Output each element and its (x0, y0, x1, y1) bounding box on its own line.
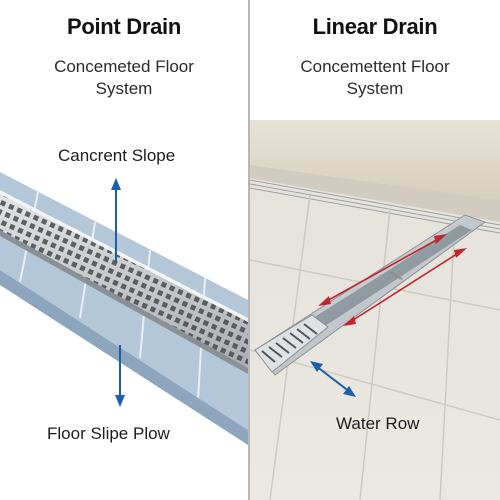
water-row-label: Water Row (336, 414, 420, 433)
linear-drain-subtitle: Concemettent Floor System (250, 56, 500, 100)
water-row-arrow (310, 361, 356, 397)
floor-flow-label: Floor Slipe Plow (47, 424, 170, 443)
linear-drain-title: Linear Drain (312, 14, 438, 39)
point-drain-subtitle-line2: System (95, 79, 153, 98)
back-wall (250, 120, 500, 200)
linear-drain-illustration (250, 120, 500, 500)
linear-drain-grate (254, 314, 329, 373)
linear-drain-subtitle-line2: System (346, 79, 404, 98)
point-drain-subtitle-line1: Concemeted Floor (54, 57, 194, 76)
point-drain-subtitle: Concemeted Floor System (0, 56, 248, 100)
flow-direction-arrows (318, 234, 467, 326)
linear-drain-panel: Linear Drain Concemettent Floor System W… (250, 0, 500, 500)
slab-edge (0, 270, 248, 445)
point-drain-illustration (0, 172, 248, 445)
linear-drain-subtitle-line1: Concemettent Floor (300, 57, 450, 76)
point-drain-panel: Point Drain Concemeted Floor System Canc… (0, 0, 248, 500)
point-drain-title: Point Drain (66, 14, 182, 39)
slope-label: Cancrent Slope (58, 146, 176, 165)
panel-divider (248, 0, 250, 500)
floor-flow-arrow (115, 345, 125, 407)
skirting (250, 165, 500, 222)
slope-arrow (111, 178, 121, 262)
